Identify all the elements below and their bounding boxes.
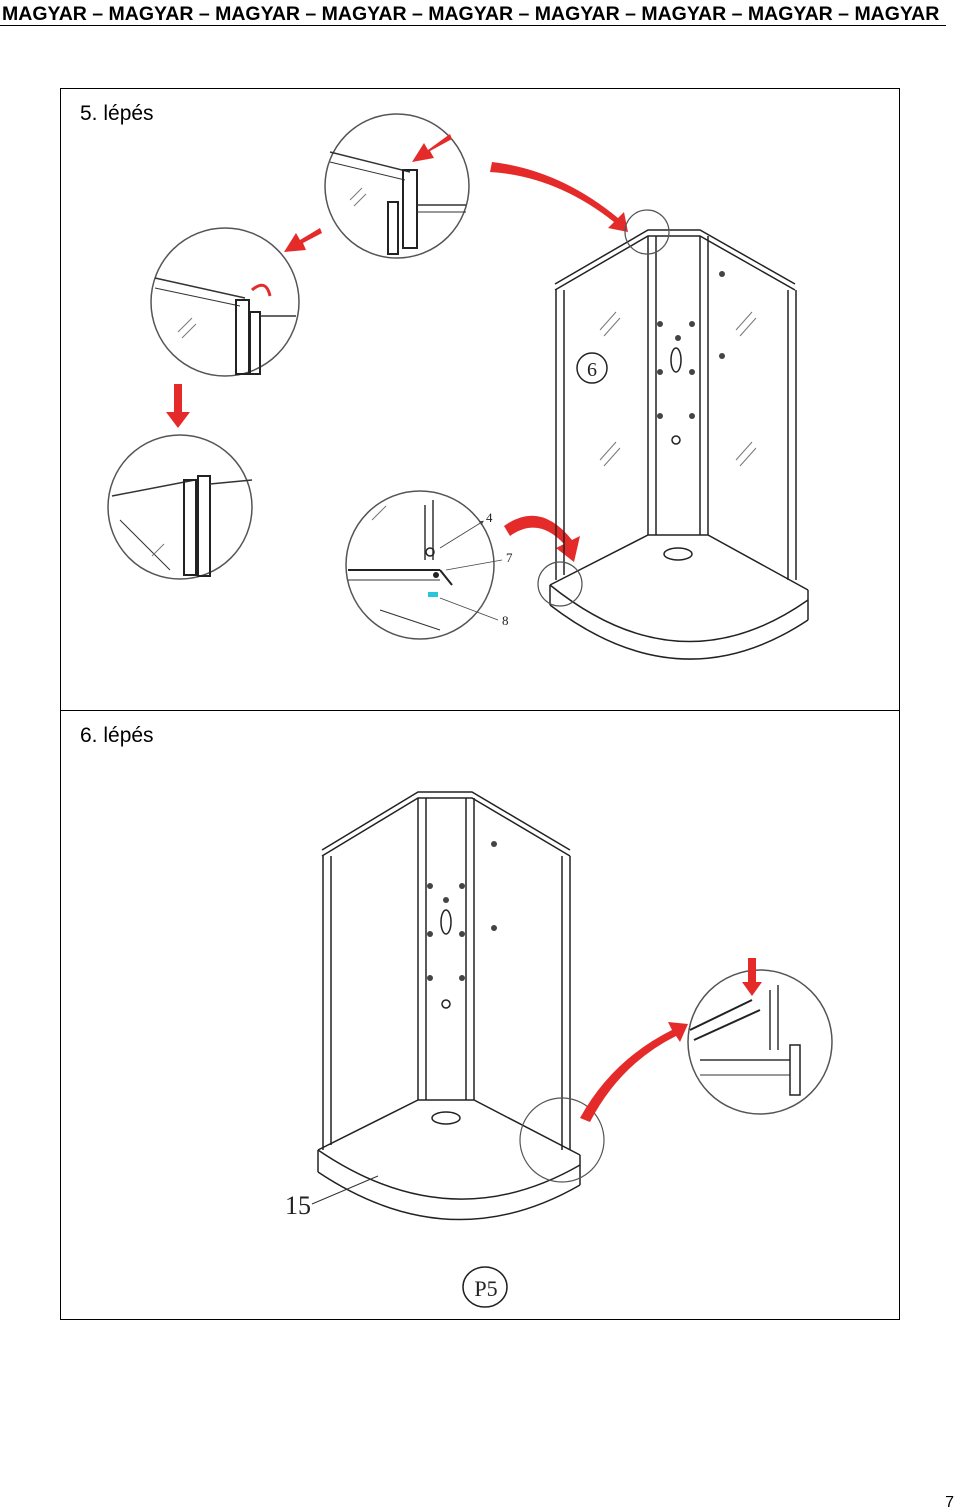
arrow-left-detail xyxy=(284,228,322,252)
highlight-circle-top xyxy=(624,209,670,255)
jets-step6 xyxy=(427,841,497,1009)
curved-arrow-step6 xyxy=(580,1022,688,1122)
header-underline xyxy=(0,25,946,26)
part-6-circle xyxy=(576,352,608,384)
language-header: MAGYAR – MAGYAR – MAGYAR – MAGYAR – MAGY… xyxy=(2,3,940,25)
part-label-7: 7 xyxy=(506,550,513,565)
curved-arrow-top xyxy=(490,162,628,232)
highlight-circle-step6 xyxy=(519,1097,605,1183)
detail-circle-bottom-left xyxy=(107,434,253,580)
part-label-15: 15 xyxy=(285,1191,311,1220)
detail-circle-step6 xyxy=(687,969,833,1115)
step-5-title: 5. lépés xyxy=(80,102,154,125)
detail-circle-base-parts xyxy=(345,490,503,640)
highlight-part-8 xyxy=(428,592,438,597)
detail-circle-top-corner xyxy=(324,113,470,259)
page-number: 7 xyxy=(945,1494,954,1511)
part-label-p5: P5 xyxy=(474,1276,497,1301)
shower-cabin-step6 xyxy=(317,791,581,1221)
p5-oval xyxy=(462,1266,508,1308)
arrow-down-step6-detail xyxy=(742,958,762,996)
curved-arrow-bottom xyxy=(504,515,580,562)
part-label-4: 4 xyxy=(486,510,493,525)
highlight-circle-bottom xyxy=(537,561,583,607)
part-label-6: 6 xyxy=(587,359,597,381)
detail-circle-left-rotate xyxy=(150,227,300,377)
arrow-down-detail xyxy=(166,384,190,428)
instruction-frame xyxy=(60,88,900,1320)
shower-cabin-step5 xyxy=(549,229,809,660)
step-divider xyxy=(60,710,900,711)
jets-step5 xyxy=(657,271,725,445)
page-header: MAGYAR – MAGYAR – MAGYAR – MAGYAR – MAGY… xyxy=(0,0,960,30)
step-6-title: 6. lépés xyxy=(80,724,154,747)
part-15-leader xyxy=(311,1175,379,1205)
part-label-8: 8 xyxy=(502,613,509,628)
arrow-top-detail xyxy=(412,134,452,162)
